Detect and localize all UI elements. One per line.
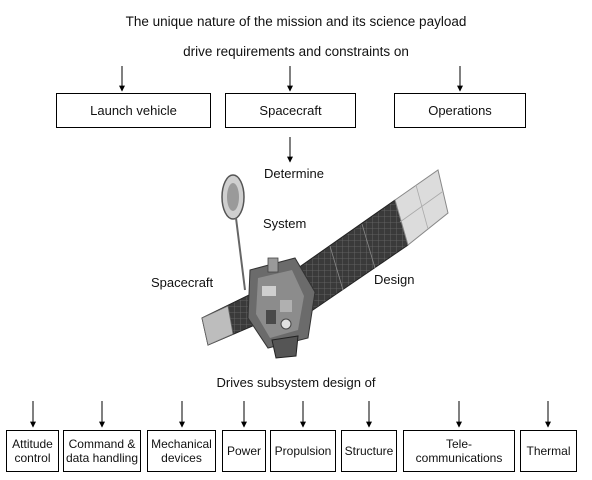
structure-label: Structure — [344, 444, 394, 458]
box-spacecraft-label: Spacecraft — [259, 103, 322, 118]
attitude-control-line-1: Attitude — [12, 437, 53, 451]
label-spacecraft: Spacecraft — [151, 275, 214, 290]
telecommunications-line-1: Tele- — [445, 437, 472, 451]
box-command-data-handling: Command &data handling — [63, 430, 141, 472]
antenna-boom — [235, 217, 246, 291]
header-line-1: The unique nature of the mission and its… — [125, 14, 467, 29]
label-design: Design — [374, 272, 415, 287]
command-data-handling-line-2: data handling — [65, 451, 139, 465]
label-determine: Determine — [264, 166, 324, 181]
thermal-label: Thermal — [526, 444, 571, 458]
box-power: Power — [222, 430, 266, 472]
header-line-2: drive requirements and constraints on — [183, 44, 409, 59]
box-operations: Operations — [394, 93, 526, 128]
telecommunications-line-2: communications — [415, 451, 503, 465]
box-propulsion: Propulsion — [270, 430, 336, 472]
box-launch-vehicle: Launch vehicle — [56, 93, 211, 128]
mechanical-devices-line-2: devices — [161, 451, 202, 465]
drives-text: Drives subsystem design of — [216, 375, 376, 390]
box-operations-label: Operations — [428, 103, 492, 118]
box-thermal: Thermal — [520, 430, 577, 472]
solar-array-right — [297, 169, 449, 313]
label-system: System — [263, 216, 307, 231]
attitude-control-line-2: control — [14, 451, 51, 465]
box-structure: Structure — [341, 430, 397, 472]
power-label: Power — [226, 444, 261, 458]
spacecraft-illustration — [201, 169, 449, 359]
box-launch-vehicle-label: Launch vehicle — [90, 103, 177, 118]
command-data-handling-line-1: Command & — [68, 437, 136, 451]
box-spacecraft: Spacecraft — [225, 93, 356, 128]
mechanical-devices-line-1: Mechanical — [151, 437, 212, 451]
spacecraft-bus — [247, 257, 316, 359]
propulsion-label: Propulsion — [274, 444, 332, 458]
box-telecommunications: Tele-communications — [403, 430, 515, 472]
